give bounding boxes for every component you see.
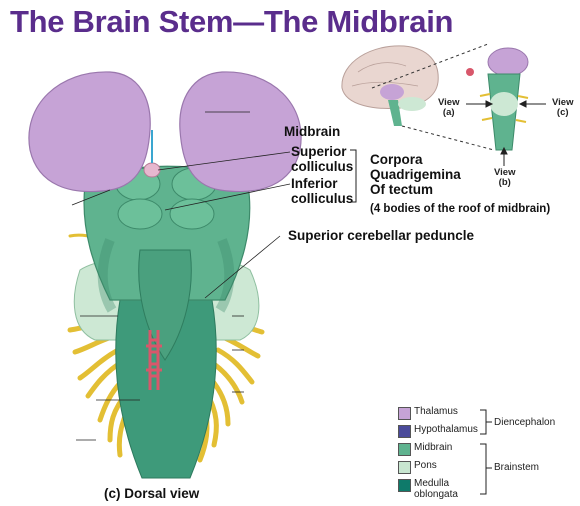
legend-label: Thalamus [414, 406, 458, 417]
legend-swatch [398, 407, 411, 420]
midbrain-body [83, 165, 251, 301]
legend-swatch [398, 479, 411, 492]
label-midbrain: Midbrain [284, 124, 341, 139]
zoom-lines [371, 43, 495, 151]
legend-swatch [398, 425, 411, 438]
blood-vessels [146, 330, 162, 390]
view-arrows [466, 100, 546, 166]
legend-label: Midbrain [414, 442, 453, 453]
legend-label: Hypothalamus [414, 424, 478, 435]
label-inferior-colliculus: Inferior colliculus [291, 176, 354, 206]
leader-lines [71, 111, 291, 441]
thalamus-lobes [28, 71, 302, 193]
legend-label: Medulla oblongata [414, 478, 458, 500]
label-superior-cerebellar-peduncle: Superior cerebellar peduncle [288, 228, 475, 243]
legend-group-diencephalon: Diencephalon [494, 417, 556, 428]
label-corpora-quadrigemina: Corpora Quadrigemina Of tectum [370, 152, 461, 197]
inset-brainstem [466, 47, 529, 151]
legend-swatch [398, 443, 411, 456]
colliculi-bracket [350, 149, 357, 203]
legend-swatch [398, 461, 411, 474]
legend-group-brainstem: Brainstem [494, 462, 540, 473]
legend-brackets [480, 409, 492, 495]
medulla-oblongata [115, 299, 217, 479]
label-roof-note: (4 bodies of the roof of midbrain) [370, 203, 551, 215]
pineal-gland [143, 162, 161, 178]
view-c-label: View (c) [552, 97, 574, 118]
view-b-label: View (b) [494, 167, 516, 188]
label-dorsal-view: (c) Dorsal view [104, 486, 200, 501]
label-superior-colliculus: Superior colliculus [291, 144, 354, 174]
legend-label: Pons [414, 460, 437, 471]
inset-brain [341, 45, 439, 126]
page-title: The Brain Stem—The Midbrain [10, 4, 454, 39]
view-a-label: View (a) [438, 97, 460, 118]
legend: Thalamus Hypothalamus Midbrain Pons Medu… [398, 406, 578, 500]
